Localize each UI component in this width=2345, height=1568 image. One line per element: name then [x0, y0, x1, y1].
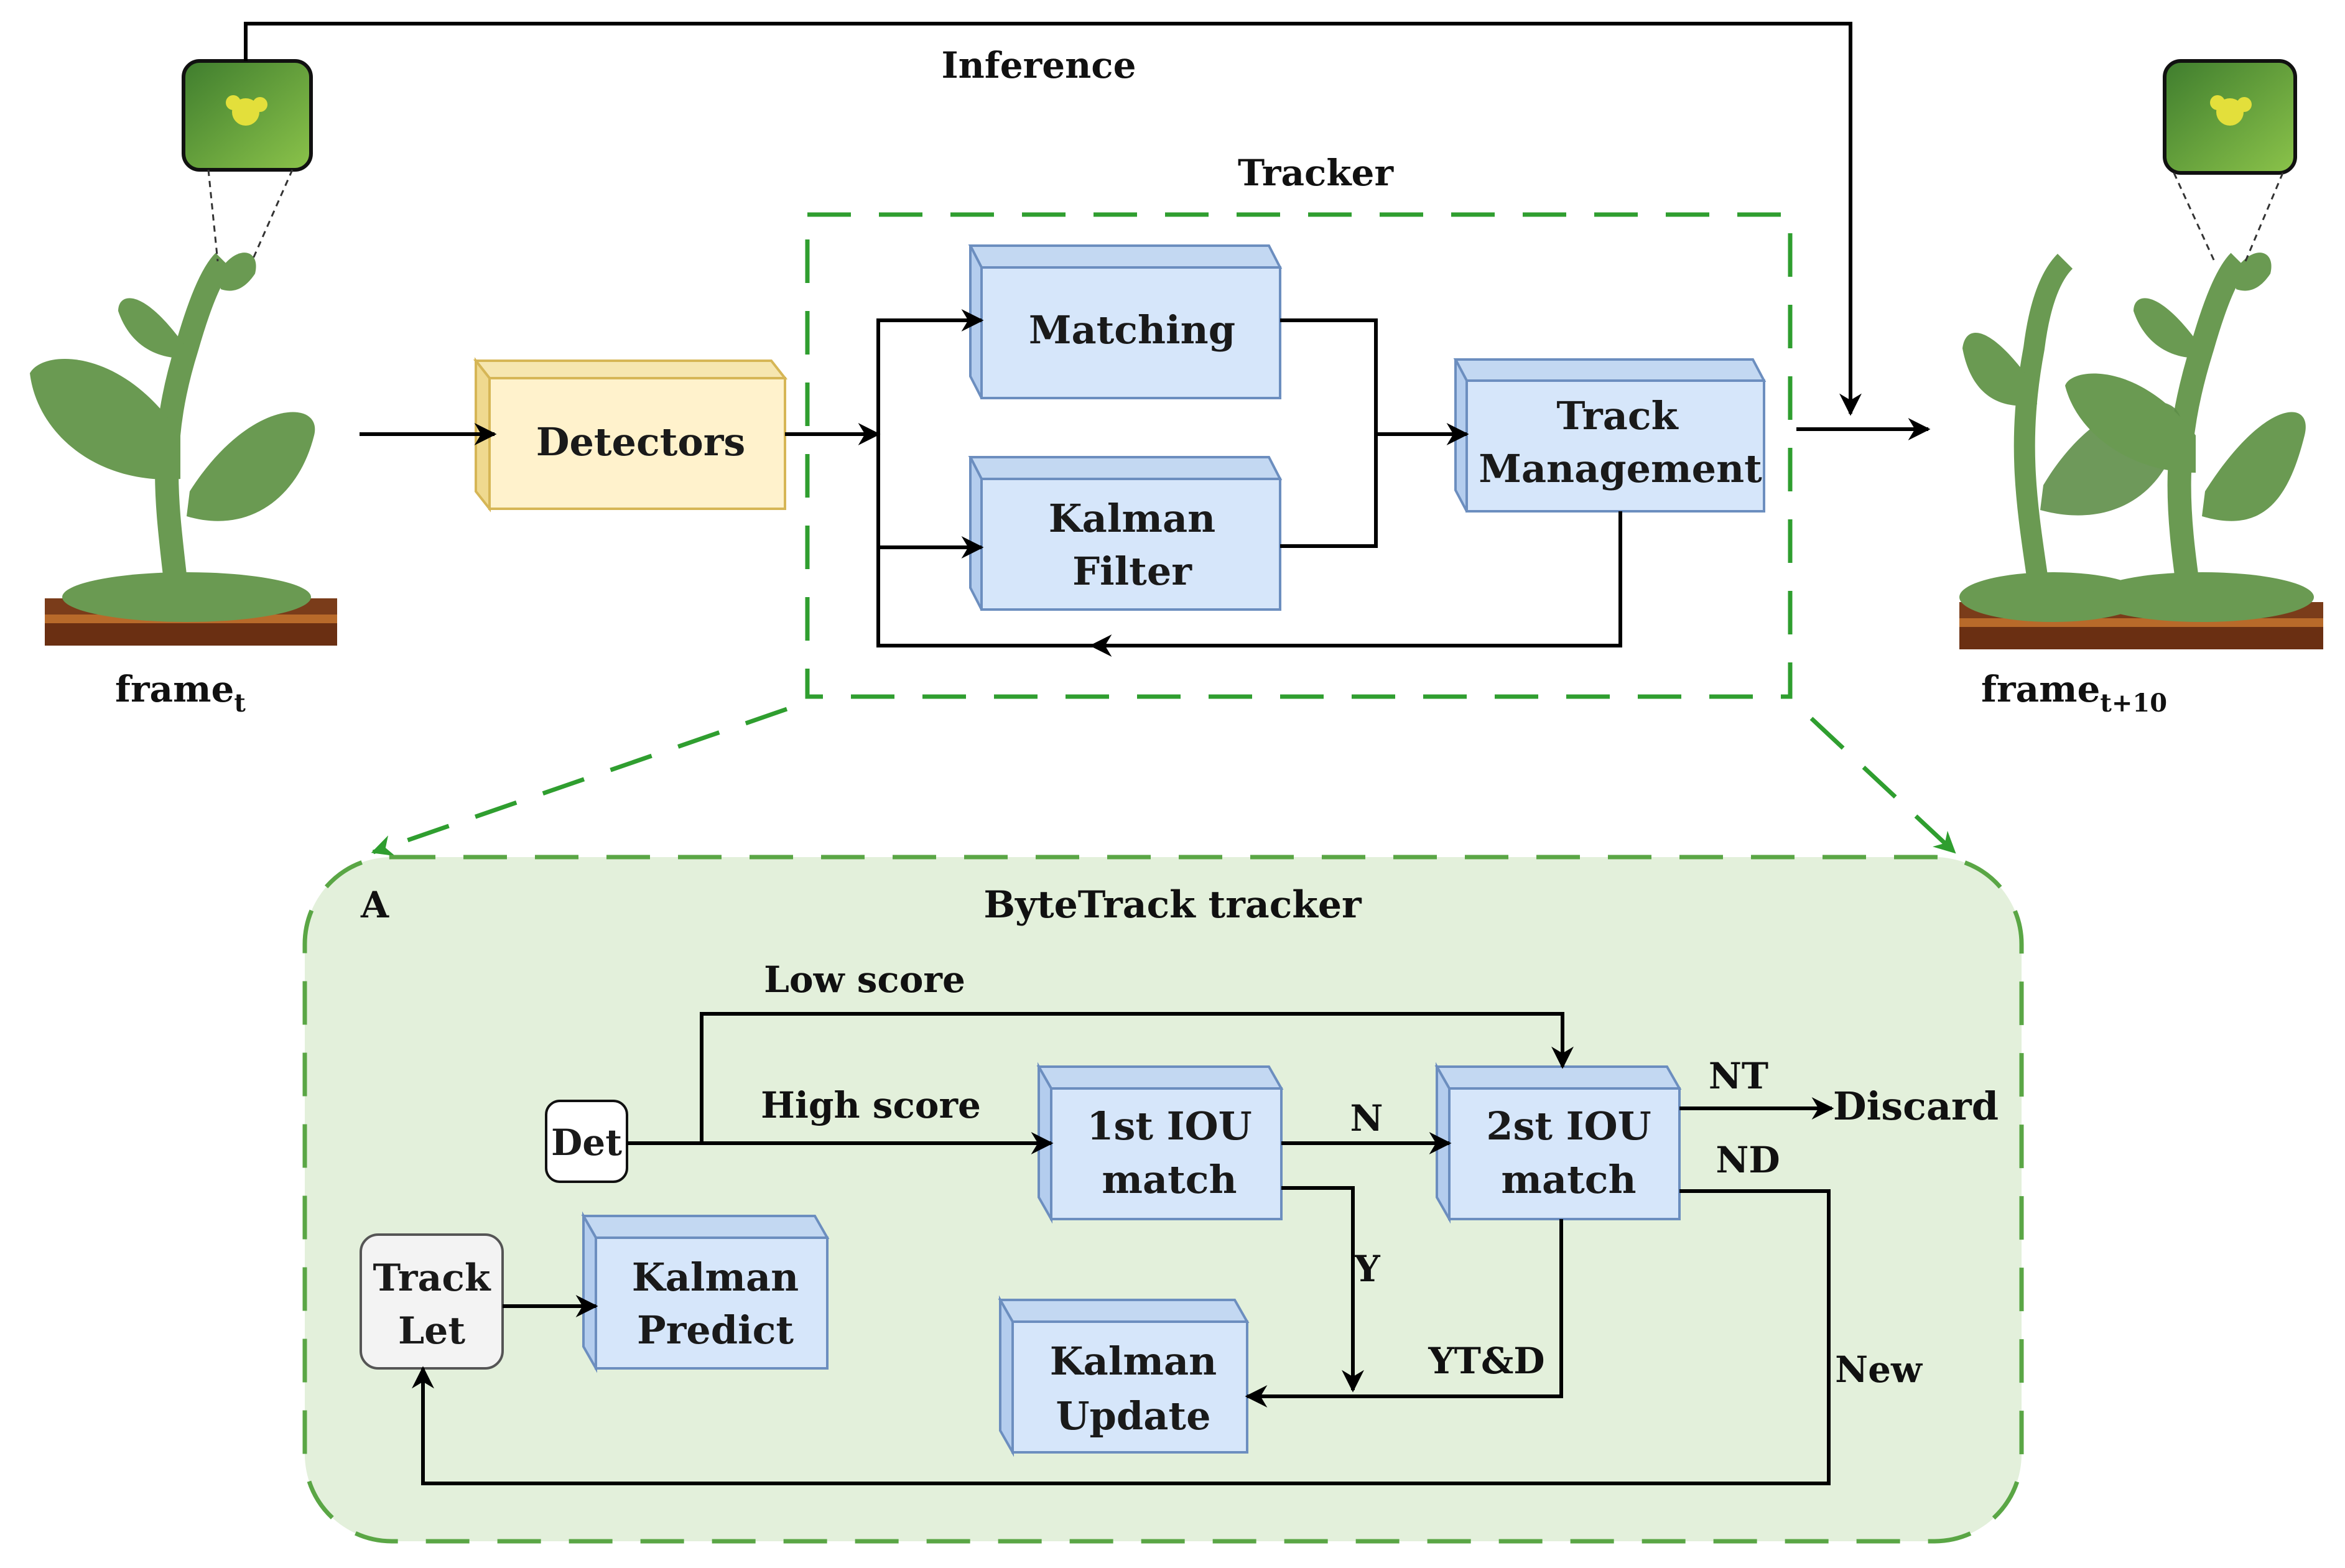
iou1-match-box: 1st IOU match — [1036, 1062, 1284, 1224]
arrow-new — [412, 1189, 1831, 1485]
tracklet-box: Track Let — [360, 1233, 504, 1370]
iou2-label-2: match — [1501, 1157, 1636, 1202]
label-discard: Discard — [1833, 1083, 1999, 1129]
track-management-label-1: Track — [1556, 393, 1679, 438]
arrow-to-matching — [876, 309, 984, 547]
flower-thumbnail-left-icon — [182, 59, 313, 172]
iou2-match-box: 2st IOU match — [1434, 1062, 1682, 1224]
label-tracker: Tracker — [1238, 152, 1394, 194]
det-label: Det — [551, 1121, 622, 1164]
zoom-line-right — [1809, 717, 1956, 854]
iou1-label-2: match — [1102, 1157, 1237, 1202]
track-management-box: Track Management — [1453, 358, 1767, 513]
label-nd: ND — [1716, 1139, 1780, 1181]
det-box: Det — [545, 1100, 628, 1183]
label-high-score: High score — [761, 1084, 981, 1126]
detectors-label: Detectors — [536, 419, 746, 465]
merge-line — [1280, 318, 1378, 548]
tracklet-label-2: Let — [398, 1309, 465, 1353]
plant-frame-t-icon — [30, 253, 337, 646]
kalman-predict-label-2: Predict — [637, 1307, 794, 1353]
kalman-filter-box: Kalman Filter — [968, 456, 1283, 611]
label-inference: Inference — [942, 44, 1136, 86]
iou2-label-1: 2st IOU — [1486, 1103, 1651, 1149]
label-frame-t10: framet+10 — [1981, 668, 2167, 718]
label-ytd: YT&D — [1428, 1340, 1544, 1382]
flower-thumbnail-right-icon — [2163, 59, 2297, 175]
tracker-frame — [805, 212, 1793, 699]
label-low-score: Low score — [764, 958, 965, 1001]
label-new: New — [1835, 1348, 1923, 1391]
track-management-label-2: Management — [1479, 446, 1762, 491]
panel-letter: A — [360, 884, 389, 926]
label-y: Y — [1354, 1248, 1380, 1290]
kalman-update-label-1: Kalman — [1050, 1338, 1217, 1384]
feedback-line — [876, 511, 1622, 647]
label-nt: NT — [1709, 1055, 1768, 1097]
kalman-predict-box: Kalman Predict — [581, 1211, 830, 1373]
inference-arrow — [244, 22, 1862, 416]
kalman-filter-label-1: Kalman — [1049, 496, 1215, 541]
detectors-box: Detectors — [473, 357, 788, 513]
matching-box: Matching — [968, 244, 1283, 399]
zoom-line-left — [371, 707, 788, 856]
kalman-update-box: Kalman Update — [998, 1295, 1250, 1457]
plant-frame-t10-icon — [1959, 253, 2323, 649]
iou1-label-1: 1st IOU — [1087, 1103, 1251, 1149]
label-n: N — [1350, 1097, 1383, 1139]
label-frame-t: framet — [115, 668, 246, 718]
bytetrack-title: ByteTrack tracker — [983, 883, 1362, 927]
tracklet-label-1: Track — [373, 1256, 491, 1300]
kalman-predict-label-1: Kalman — [632, 1255, 799, 1300]
kalman-filter-label-2: Filter — [1072, 549, 1192, 594]
kalman-update-label-2: Update — [1056, 1393, 1210, 1439]
arrow-ytd — [1245, 1219, 1563, 1408]
matching-label: Matching — [1029, 307, 1235, 353]
arrow-y — [1281, 1186, 1364, 1393]
